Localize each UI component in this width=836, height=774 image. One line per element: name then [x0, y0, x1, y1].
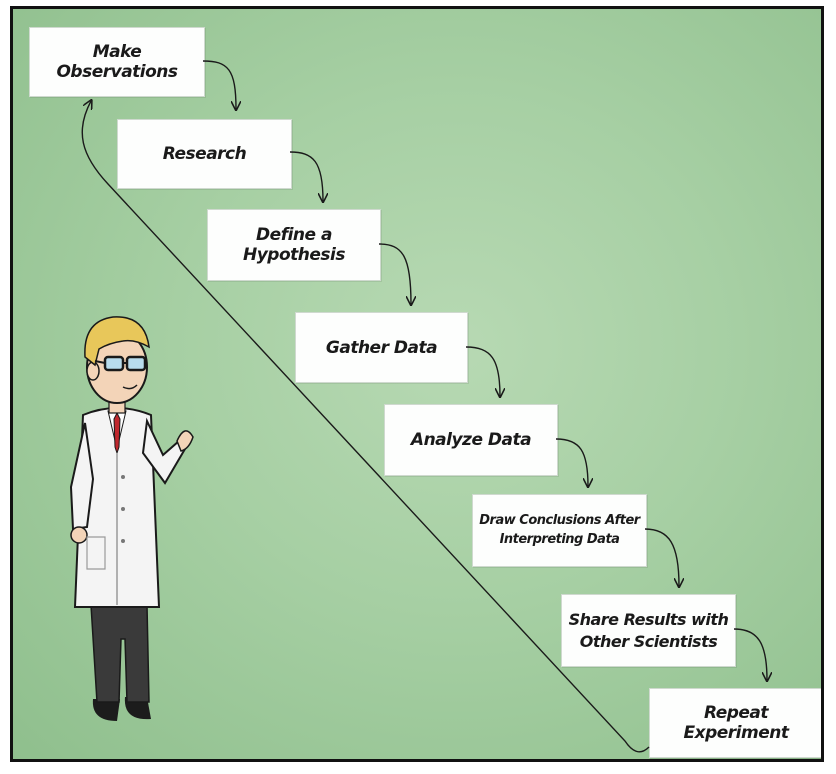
step-label: Draw Conclusions After Interpreting Data [479, 513, 640, 547]
connector-arrow [378, 243, 411, 304]
return-arrow [81, 101, 650, 753]
connector-arrow [555, 438, 588, 486]
connector-overlay [69, 60, 824, 753]
step-repeat-experiment: Repeat Experiment [649, 688, 821, 758]
step-share-results: Share Results with Other Scientists [561, 594, 736, 667]
step-make-observations: Make Observations [29, 27, 205, 97]
step-analyze-data: Analyze Data [384, 404, 558, 476]
step-gather-data: Gather Data [295, 312, 468, 383]
step-label: Gather Data [325, 337, 438, 358]
step-define-hypothesis: Define a Hypothesis [207, 209, 381, 281]
step-draw-conclusions: Draw Conclusions After Interpreting Data [472, 494, 647, 567]
step-label: Define a Hypothesis [243, 225, 345, 265]
connector-arrow [733, 628, 767, 680]
step-label: Make Observations [56, 42, 178, 82]
diagram-frame: Make Observations Research Define a Hypo… [10, 6, 824, 762]
connector-arrow [202, 60, 236, 109]
connector-arrow [289, 151, 323, 201]
step-label: Analyze Data [410, 430, 532, 450]
step-label: Research [162, 144, 247, 164]
connector-arrow [465, 346, 500, 396]
step-research: Research [117, 119, 292, 189]
connector-arrow [644, 528, 679, 586]
scientist-figure [69, 316, 194, 721]
step-label: Repeat Experiment [683, 703, 789, 743]
step-label: Share Results with Other Scientists [568, 609, 729, 651]
